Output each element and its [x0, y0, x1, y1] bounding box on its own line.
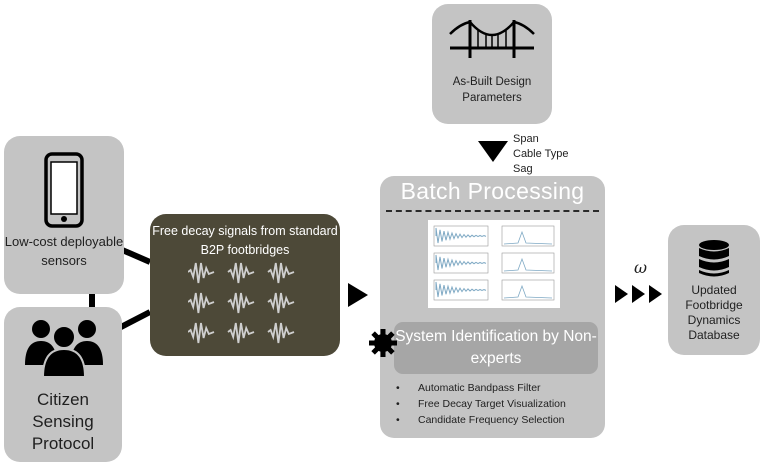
signals-label: Free decay signals from standard B2P foo…	[152, 224, 338, 257]
plot-decay-trace	[435, 254, 487, 271]
signal-plots-thumbnail	[428, 220, 560, 308]
parameter-cable-type: Cable Type	[513, 148, 569, 160]
batch-processing-box: Batch Processing System Identification b…	[380, 176, 605, 438]
citizen-box: Citizen Sensing Protocol	[4, 307, 122, 462]
citizen-label: Citizen Sensing Protocol	[31, 390, 95, 453]
smartphone-icon	[44, 152, 84, 228]
plot-spectrum-trace	[503, 230, 553, 245]
batch-title: Batch Processing	[400, 178, 585, 204]
decay-signal-icon	[188, 262, 215, 284]
decay-signal-icon	[227, 292, 255, 314]
plot-spectrum-trace	[503, 257, 553, 272]
gear-icon	[369, 329, 397, 357]
feature-visualization: Free Decay Target Visualization	[396, 396, 566, 412]
design-to-batch-arrow	[478, 141, 508, 162]
database-icon	[699, 240, 729, 277]
plot-decay-trace	[435, 227, 487, 244]
decay-signal-icon	[267, 322, 295, 344]
decay-signal-icon	[227, 262, 255, 284]
design-parameters-list: Span Cable Type Sag	[513, 132, 568, 177]
signals-box: Free decay signals from standard B2P foo…	[150, 214, 340, 356]
decay-signal-icon	[188, 292, 215, 314]
design-label: As-Built Design Parameters	[452, 76, 532, 104]
plot-axes-right	[501, 279, 555, 301]
signals-to-batch-arrow	[348, 283, 368, 307]
database-box: Updated Footbridge Dynamics Database	[668, 225, 760, 355]
omega-symbol: ω	[634, 258, 648, 277]
sensors-box: Low-cost deployable sensors	[4, 136, 124, 294]
design-box: As-Built Design Parameters	[432, 4, 552, 124]
feature-bandpass: Automatic Bandpass Filter	[396, 380, 566, 396]
decay-signal-icon	[267, 262, 295, 284]
plot-axes-left	[433, 252, 489, 274]
parameter-sag: Sag	[513, 163, 533, 175]
signal-plots-image	[433, 225, 555, 301]
people-group-icon	[25, 320, 103, 378]
output-arrow-3	[649, 285, 662, 303]
plot-axes-left	[433, 279, 489, 301]
output-arrow-2	[632, 285, 645, 303]
output-arrow-1	[615, 285, 628, 303]
batch-divider	[386, 210, 599, 212]
decay-signal-icon	[188, 322, 215, 344]
plot-axes-right	[501, 252, 555, 274]
decay-signal-icon	[227, 322, 255, 344]
suspension-bridge-icon	[449, 20, 535, 58]
plot-decay-trace	[435, 281, 487, 298]
feature-frequency: Candidate Frequency Selection	[396, 412, 566, 428]
plot-spectrum-trace	[503, 284, 553, 299]
plot-axes-left	[433, 225, 489, 247]
features-list: Automatic Bandpass Filter Free Decay Tar…	[396, 380, 566, 428]
parameter-span: Span	[513, 133, 539, 145]
system-identification-box: System Identification by Non-experts	[394, 322, 598, 374]
decay-signal-icon	[267, 292, 295, 314]
database-label: Updated Footbridge Dynamics Database	[685, 283, 743, 342]
decay-signal-grid	[188, 262, 295, 344]
plot-axes-right	[501, 225, 555, 247]
sensors-label: Low-cost deployable sensors	[4, 234, 124, 268]
